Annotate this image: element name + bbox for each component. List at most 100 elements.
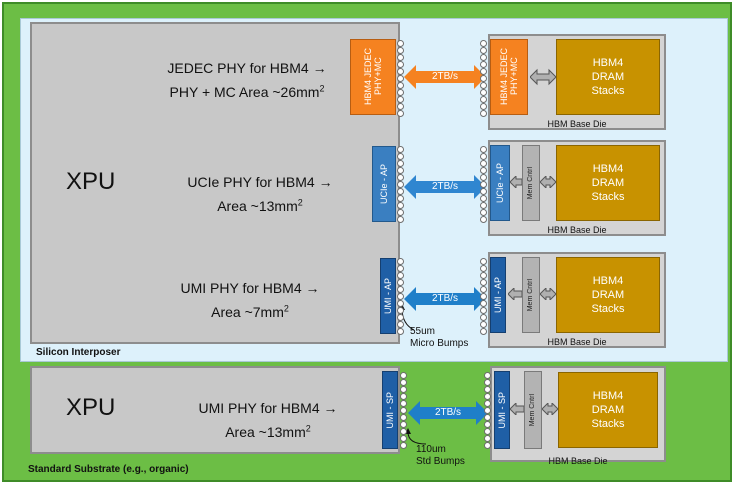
bump-dot: [397, 314, 404, 321]
std-bumps-size: 110um: [416, 444, 446, 455]
std-bumps-note: 110um Std Bumps: [416, 444, 465, 468]
bump-dot: [397, 89, 404, 96]
die-ucie-ap-label: UCIe - AP: [495, 162, 505, 203]
dram-line1: HBM4: [592, 163, 624, 175]
bump-dot: [480, 75, 487, 82]
dram-line1: HBM4: [592, 390, 624, 402]
bump-dot: [400, 379, 407, 386]
jedec-phy-area: PHY + MC Area ~26mm: [169, 84, 320, 100]
mem-ctrl-umi-ap-label: Mem Cntrl: [527, 278, 534, 312]
bump-dot: [480, 279, 487, 286]
bump-dot: [397, 68, 404, 75]
umi-ap-phy-area-unit: 2: [283, 303, 289, 314]
umi-sp-internal-arrow-right: [542, 403, 558, 415]
bump-dot: [397, 110, 404, 117]
mem-ctrl-umi-ap: Mem Cntrl: [522, 257, 540, 333]
xpu-label-interposer: XPU: [66, 168, 116, 195]
bump-dot: [480, 258, 487, 265]
bump-dot: [484, 386, 491, 393]
bump-dot: [400, 400, 407, 407]
xpu-umi-ap-label: UMI - AP: [383, 277, 393, 314]
mem-ctrl-ucie-label: Mem Cntrl: [527, 166, 534, 200]
die-ucie-ap-block: UCIe - AP: [490, 145, 510, 221]
dram-line2: DRAM: [591, 289, 625, 301]
bump-dot: [400, 407, 407, 414]
umi-sp-link-arrow: [408, 401, 488, 425]
dram-line3: Stacks: [591, 85, 625, 97]
bump-dot: [480, 209, 487, 216]
dram-line2: DRAM: [591, 71, 625, 83]
umi-ap-phy-area: Area ~7mm: [211, 304, 284, 320]
bump-dot: [397, 202, 404, 209]
umi-ap-link-bandwidth: 2TB/s: [431, 293, 459, 304]
bump-dot: [397, 146, 404, 153]
bump-dot: [480, 314, 487, 321]
bump-dot: [397, 300, 404, 307]
bump-dot: [397, 265, 404, 272]
bump-dot: [480, 321, 487, 328]
bump-dot: [480, 96, 487, 103]
mem-ctrl-umi-sp-label: Mem Cntrl: [529, 393, 536, 427]
bump-dot: [397, 82, 404, 89]
bump-dot: [480, 47, 487, 54]
bump-dot: [484, 379, 491, 386]
umi-sp-link-bandwidth: 2TB/s: [434, 407, 462, 418]
bump-dot: [480, 195, 487, 202]
bump-dot: [397, 209, 404, 216]
bump-dot: [480, 61, 487, 68]
bump-dot: [397, 258, 404, 265]
dram-line1: HBM4: [592, 275, 624, 287]
xpu-label-substrate: XPU: [66, 394, 116, 421]
die-jedec-phy-label: HBM4 JEDEC PHY+MC: [499, 48, 519, 106]
xpu-ucie-ap-label: UCIe - AP: [379, 163, 389, 204]
mem-ctrl-ucie: Mem Cntrl: [522, 145, 540, 221]
bump-dot: [397, 328, 404, 335]
jedec-phy-area-unit: 2: [319, 83, 325, 94]
silicon-interposer-label: Silicon Interposer: [36, 347, 121, 358]
xpu-die-substrate: [30, 366, 400, 454]
xpu-jedec-phy-block: HBM4 JEDEC PHY+MC: [350, 39, 396, 115]
bump-dot: [480, 160, 487, 167]
umi-sp-phy-area-unit: 2: [305, 423, 311, 434]
bump-dot: [480, 40, 487, 47]
jedec-internal-arrow: [530, 68, 556, 86]
bump-dot: [480, 174, 487, 181]
bump-dot: [480, 286, 487, 293]
bump-dot: [397, 321, 404, 328]
dram-line2: DRAM: [591, 177, 625, 189]
bump-dot: [484, 372, 491, 379]
bump-dot: [397, 61, 404, 68]
bump-dot: [397, 272, 404, 279]
bump-dot: [480, 103, 487, 110]
jedec-phy-description: JEDEC PHY for HBM4 → PHY + MC Area ~26mm…: [142, 56, 352, 104]
xpu-umi-ap-block: UMI - AP: [380, 258, 396, 334]
bump-dot: [484, 435, 491, 442]
die-umi-ap-label: UMI - AP: [493, 276, 503, 313]
xpu-umi-sp-label: UMI - SP: [385, 391, 395, 429]
umi-ap-phy-description: UMI PHY for HBM4 → Area ~7mm2: [160, 276, 340, 324]
umi-sp-phy-area: Area ~13mm: [225, 424, 306, 440]
bump-dot: [400, 414, 407, 421]
umi-sp-internal-arrow-left: [510, 403, 524, 415]
bump-dot: [400, 386, 407, 393]
bump-dot: [480, 181, 487, 188]
bump-dot: [480, 293, 487, 300]
xpu-jedec-phy-label: HBM4 JEDEC PHY+MC: [363, 48, 383, 106]
xpu-umi-sp-block: UMI - SP: [382, 371, 398, 449]
bump-dot: [397, 40, 404, 47]
dram-line3: Stacks: [591, 303, 625, 315]
bump-dot: [484, 400, 491, 407]
bump-dot: [484, 414, 491, 421]
bump-dot: [397, 75, 404, 82]
bump-dot: [400, 435, 407, 442]
die-umi-ap-block: UMI - AP: [490, 257, 506, 333]
bump-dot: [397, 188, 404, 195]
bump-dot: [480, 82, 487, 89]
umi-ap-phy-line2: Area ~7mm2: [160, 300, 340, 324]
hbm-base-die-umi-ap-label: HBM Base Die: [547, 337, 607, 347]
bump-dot: [397, 160, 404, 167]
bump-dot: [397, 54, 404, 61]
die-jedec-phy-block: HBM4 JEDEC PHY+MC: [490, 39, 528, 115]
bump-dot: [480, 307, 487, 314]
umi-ap-link-arrow: [404, 287, 486, 311]
